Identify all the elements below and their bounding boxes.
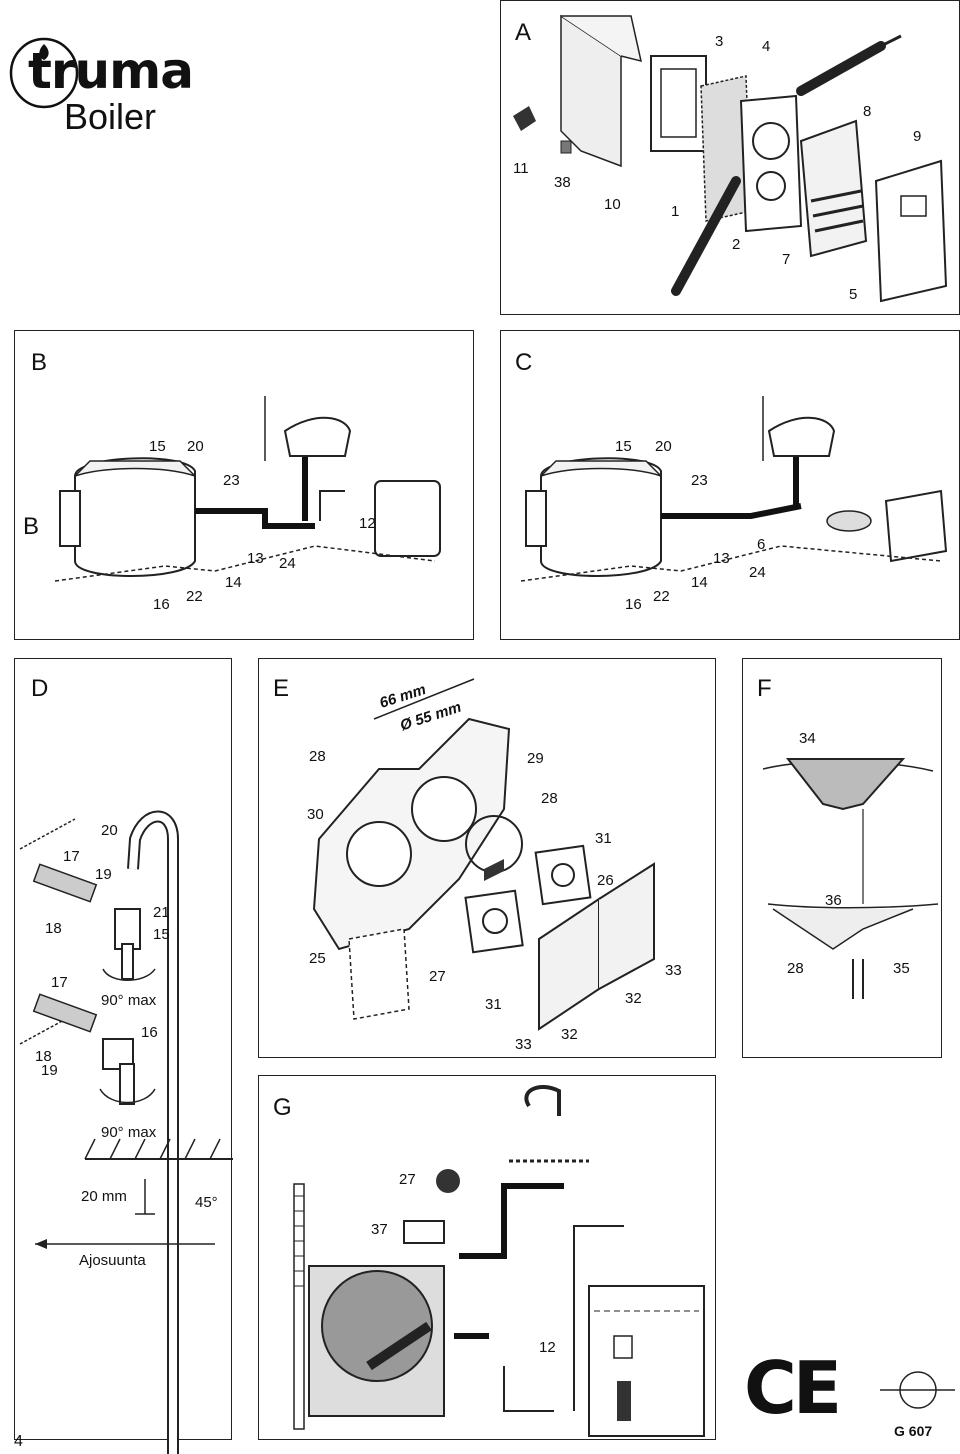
callout-34: 34 (799, 730, 816, 747)
callout-18: 18 (35, 1048, 52, 1065)
callout-23: 23 (691, 472, 708, 489)
panel-f-label: F (757, 675, 772, 702)
panel-g-label: G (273, 1094, 292, 1121)
callout-7: 7 (782, 251, 791, 268)
callout-32: 32 (625, 990, 642, 1007)
callout-24: 24 (749, 564, 766, 581)
callout-13: 13 (713, 550, 730, 567)
callout-17: 17 (51, 974, 68, 991)
callout-16: 16 (153, 596, 170, 613)
panel-e: E 66 mm Ø 55 mm 28 29 28 30 31 26 25 27 … (258, 658, 716, 1058)
panel-c-label: C (515, 349, 533, 376)
page-number: 4 (14, 1433, 23, 1450)
callout-15: 15 (149, 438, 166, 455)
callout-2: 2 (732, 236, 741, 253)
callout-19: 19 (41, 1062, 58, 1079)
side-label-b: B (23, 513, 40, 540)
callout-28: 28 (787, 960, 804, 977)
callout-19: 19 (95, 866, 112, 883)
callout-22: 22 (653, 588, 670, 605)
callout-11: 11 (513, 160, 529, 177)
callout-38: 38 (554, 174, 571, 191)
callout-12: 12 (359, 515, 376, 532)
brand-name: truma (28, 42, 194, 100)
truma-logo: truma Boiler (6, 30, 236, 140)
callout-14: 14 (691, 574, 708, 591)
callout-12: 12 (539, 1339, 556, 1356)
callout-27: 27 (399, 1171, 416, 1188)
callout-16: 16 (141, 1024, 158, 1041)
callout-35: 35 (893, 960, 910, 977)
callout-27: 27 (429, 968, 446, 985)
direction-label: Ajosuunta (79, 1252, 146, 1269)
panel-d: D 20 17 19 21 18 15 17 90° max 16 18 19 … (14, 658, 233, 1454)
callout-20: 20 (187, 438, 204, 455)
angle-label: 45° (195, 1194, 218, 1211)
callout-13: 13 (247, 550, 264, 567)
panel-f: F 34 36 28 35 (742, 658, 942, 1058)
panel-g: G 27 37 12 (258, 1075, 716, 1440)
truma-logo-mark (9, 37, 79, 109)
callout-15: 15 (615, 438, 632, 455)
callout-20: 20 (101, 822, 118, 839)
callout-32: 32 (561, 1026, 578, 1043)
callout-10: 10 (604, 196, 621, 213)
callout-28: 28 (309, 748, 326, 765)
callout-24: 24 (279, 555, 296, 572)
callout-6: 6 (757, 536, 766, 553)
panel-b-illustration (54, 396, 441, 582)
callout-36: 36 (825, 892, 842, 909)
callout-26: 26 (597, 872, 614, 889)
callout-23: 23 (223, 472, 240, 489)
callout-16: 16 (625, 596, 642, 613)
panel-d-illustration (19, 810, 233, 1454)
panel-b: B B 15 20 23 12 13 24 14 22 16 (14, 330, 474, 640)
callout-33: 33 (515, 1036, 532, 1053)
panel-a-illustration (513, 14, 948, 303)
callout-25: 25 (309, 950, 326, 967)
callout-31: 31 (485, 996, 502, 1013)
callout-20: 20 (655, 438, 672, 455)
drawing-code: G 607 (894, 1423, 933, 1439)
panel-e-illustration (312, 678, 655, 1031)
callout-8: 8 (863, 103, 872, 120)
callout-3: 3 (715, 33, 724, 50)
ce-mark: CE (744, 1346, 842, 1430)
callout-9: 9 (913, 128, 922, 145)
panel-c: C 15 20 23 6 13 24 14 22 16 (500, 330, 960, 640)
panel-a-label: A (515, 19, 532, 46)
callout-21: 21 (153, 904, 170, 921)
callout-28: 28 (541, 790, 558, 807)
callout-31: 31 (595, 830, 612, 847)
angle-bottom-label: 90° max (101, 1124, 157, 1141)
callout-5: 5 (849, 286, 858, 303)
panel-f-illustration (762, 758, 939, 999)
callout-15: 15 (153, 926, 170, 943)
callout-18: 18 (45, 920, 62, 937)
callout-1: 1 (671, 203, 680, 220)
panel-d-label: D (31, 675, 49, 702)
callout-14: 14 (225, 574, 242, 591)
panel-b-label: B (31, 349, 48, 376)
callout-17: 17 (63, 848, 80, 865)
callout-29: 29 (527, 750, 544, 767)
angle-top-label: 90° max (101, 992, 157, 1009)
distance-label: 20 mm (81, 1188, 127, 1205)
callout-37: 37 (371, 1221, 388, 1238)
callout-30: 30 (307, 806, 324, 823)
callout-22: 22 (186, 588, 203, 605)
panel-e-label: E (273, 675, 290, 702)
callout-4: 4 (762, 38, 771, 55)
panel-g-illustration (293, 1085, 705, 1437)
panel-c-illustration (520, 396, 948, 582)
product-name: Boiler (64, 96, 157, 137)
callout-33: 33 (665, 962, 682, 979)
